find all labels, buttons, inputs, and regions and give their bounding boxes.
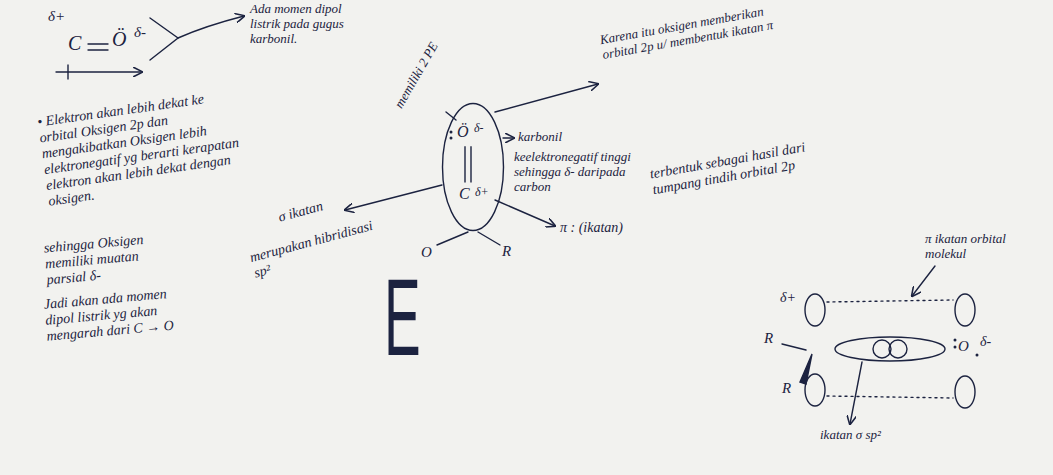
lone-pair-dot [450, 137, 453, 140]
oval-line [443, 104, 504, 231]
p-orbital-lobe [805, 374, 825, 406]
double-bond [88, 43, 108, 44]
partial-charge: δ+ [780, 290, 796, 306]
carbonyl-oval: Öδ- Cδ+ [441, 102, 505, 232]
note-text: memiliki 2 PE [392, 40, 442, 111]
dipole-cross [67, 65, 68, 79]
sigma-overlap [873, 340, 891, 358]
bracket [150, 18, 178, 60]
note-text: sehingga Oksigen memiliki muatan parsial… [43, 230, 172, 289]
leader-arrow [503, 137, 514, 138]
atom-symbol: C [68, 32, 81, 55]
atom-symbol: R [502, 243, 511, 260]
partial-charge: δ- [980, 334, 991, 350]
lone-pair-dot [954, 339, 957, 342]
leader-arrow [345, 185, 442, 210]
leader-arrow [912, 266, 935, 296]
note-text: karbonil [518, 130, 562, 145]
leader-arrow [495, 84, 598, 112]
dipole-arrow [56, 71, 142, 72]
wedge-bond [800, 354, 812, 384]
lone-pair-dot [954, 346, 957, 349]
partial-charge: δ+ [48, 8, 65, 25]
note-text: keelektronegatif tinggi sehingga δ- dari… [514, 150, 636, 195]
partial-charge: δ- [134, 24, 146, 41]
atom-symbol: O [958, 338, 969, 355]
note-text: Karena itu oksigen memberikan orbital 2p… [599, 3, 777, 63]
note-text: Ada momen dipol listrik pada gugus karbo… [250, 2, 375, 47]
oval-outline [441, 102, 505, 232]
atom-symbol: O [421, 244, 432, 261]
leader-arrow [495, 200, 555, 226]
bond-line [782, 344, 806, 350]
sigma-orbital [835, 337, 945, 361]
bond-line [478, 232, 500, 245]
lone-pair-dot [976, 354, 979, 357]
note-text: terbentuk sebagai hasil dari tumpang tin… [649, 134, 842, 199]
atom-symbol: R [782, 380, 791, 397]
p-orbital-lobe [955, 376, 975, 408]
big-letter: E [384, 262, 421, 372]
partial-charge: δ+ [475, 186, 489, 198]
atom-symbol: C [459, 186, 470, 202]
leader-arrow [850, 362, 862, 424]
double-bond [470, 146, 471, 182]
note-text: π : (ikatan) [560, 220, 623, 236]
note-text: σ ikatan [277, 198, 325, 225]
sigma-overlap [889, 340, 907, 358]
double-bond [464, 146, 465, 182]
note-text: ikatan σ sp² [820, 428, 892, 443]
partial-charge: δ- [474, 122, 484, 134]
note-text: Jadi akan ada momen dipol listrik yg aka… [43, 283, 202, 345]
pi-overlap-dots [827, 300, 953, 302]
lone-pair-dot [450, 131, 453, 134]
atom-symbol: R [764, 330, 773, 347]
leader-arrow [178, 16, 244, 38]
atom-symbol: Ö [457, 124, 469, 140]
pi-overlap-dots [827, 396, 953, 398]
note-text: merupakan hibridisasi sp² [248, 214, 392, 281]
p-orbital-lobe [805, 294, 825, 326]
p-orbital-lobe [955, 294, 975, 326]
note-text: • Elektron akan lebih dekat ke orbital O… [36, 86, 252, 210]
bond-line [437, 232, 468, 245]
note-text: π ikatan orbital molekul [925, 232, 1043, 262]
double-bond [88, 49, 108, 50]
atom-symbol: Ö [112, 28, 126, 51]
